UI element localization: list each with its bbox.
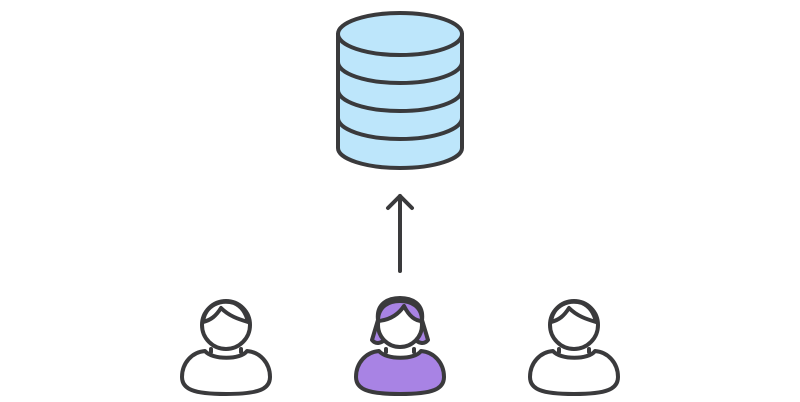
user-female-icon xyxy=(354,296,446,396)
user-male-icon xyxy=(528,299,620,396)
arrow-up-icon xyxy=(386,194,414,273)
user-male-icon xyxy=(180,299,272,396)
database-icon xyxy=(336,11,464,170)
